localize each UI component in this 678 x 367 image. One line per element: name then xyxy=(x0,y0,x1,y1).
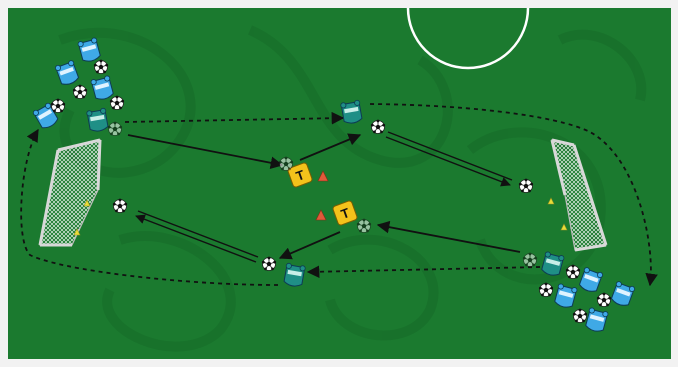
players xyxy=(32,37,635,332)
player-dark xyxy=(283,262,306,287)
pass-arrow xyxy=(278,231,341,260)
dribble-arrow xyxy=(387,131,513,181)
marker-discs xyxy=(73,197,568,236)
player-light xyxy=(90,75,114,100)
marker-disc xyxy=(73,228,81,236)
marker-disc xyxy=(547,197,555,205)
dribble-arrow xyxy=(135,214,257,263)
player-dark xyxy=(340,99,363,124)
player-light xyxy=(77,37,101,62)
pass-arrow xyxy=(299,133,362,161)
coach-marker: T xyxy=(287,162,313,188)
player-light xyxy=(554,283,578,308)
dribble-arrow xyxy=(385,136,511,187)
run-arrow xyxy=(369,103,658,287)
player-light xyxy=(585,307,609,332)
cones xyxy=(315,170,329,221)
dribble-paths xyxy=(135,131,513,263)
center-circle-arc xyxy=(406,7,530,70)
marker-disc xyxy=(560,223,568,231)
player-light xyxy=(55,60,80,85)
right-goal xyxy=(550,138,608,252)
marker-disc xyxy=(83,199,91,207)
pass-paths xyxy=(127,133,521,260)
pass-arrow xyxy=(127,134,284,170)
dribble-arrow xyxy=(137,210,259,258)
cone xyxy=(317,170,329,182)
left-goal xyxy=(38,138,102,247)
pass-arrow xyxy=(376,220,521,253)
player-dark xyxy=(541,251,565,276)
cone xyxy=(315,209,327,221)
running-paths xyxy=(20,103,658,287)
player-light xyxy=(610,281,635,306)
coach-marker: T xyxy=(332,200,358,226)
player-light xyxy=(578,267,603,292)
player-dark xyxy=(86,107,109,132)
player-light xyxy=(32,102,59,129)
run-arrow xyxy=(20,128,279,286)
run-arrow xyxy=(306,265,541,279)
